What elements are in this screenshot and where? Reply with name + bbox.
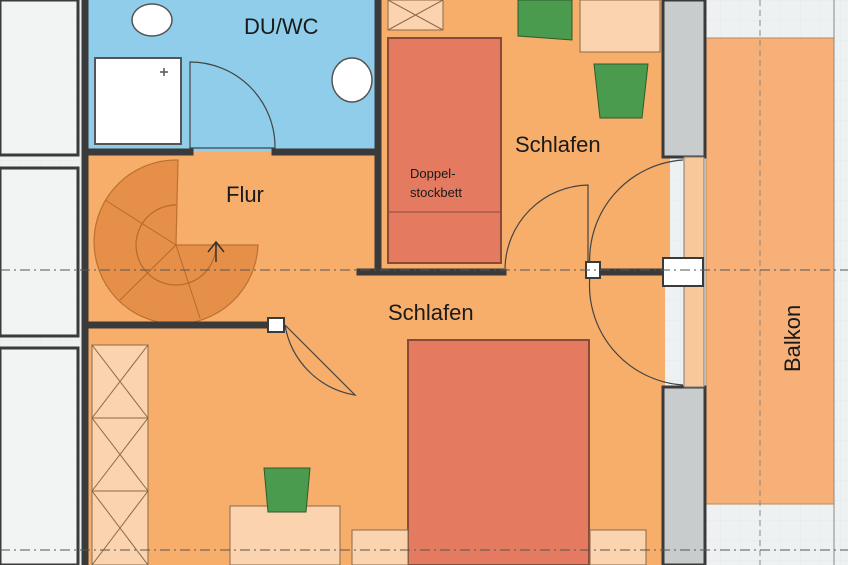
arrow-up-icon bbox=[207, 240, 225, 262]
door-swing-balcony-top bbox=[589, 159, 684, 269]
bunk-bed-label-line1: Doppel- bbox=[410, 166, 456, 181]
shower-drain-icon bbox=[160, 68, 168, 76]
chair-lower bbox=[263, 467, 311, 513]
room-label-balcony: Balkon bbox=[780, 305, 805, 372]
bath-door-swing bbox=[189, 61, 276, 149]
room-label-bedroom-main: Schlafen bbox=[388, 300, 474, 325]
balcony-floor bbox=[705, 37, 835, 505]
neighbour-room-bottom bbox=[0, 346, 80, 565]
wardrobe-cross-1 bbox=[91, 344, 149, 419]
wall-ends bbox=[267, 257, 704, 333]
door-swing-balcony-bottom bbox=[588, 274, 684, 386]
chair-upper-left bbox=[517, 0, 573, 41]
stair-step-3 bbox=[175, 244, 201, 319]
toilet bbox=[131, 3, 173, 37]
facade-pillar-top bbox=[661, 0, 707, 159]
bunk-bed-label-line2: stockbett bbox=[410, 185, 462, 200]
nightstand-right bbox=[589, 529, 647, 565]
neighbour-room-top bbox=[0, 0, 80, 157]
desk-lower bbox=[229, 505, 341, 565]
room-label-bedroom-upper: Schlafen bbox=[515, 132, 601, 157]
spiral-stair bbox=[93, 159, 259, 325]
nightstand-left bbox=[351, 529, 409, 565]
neighbour-room-middle bbox=[0, 166, 80, 338]
door-swing-hall bbox=[284, 324, 357, 396]
room-label-bath: DU/WC bbox=[244, 14, 319, 39]
desk-upper bbox=[579, 0, 661, 53]
walls bbox=[81, 0, 667, 565]
room-label-hall: Flur bbox=[226, 182, 264, 207]
door-swing-upper-bedroom bbox=[504, 184, 589, 269]
facade-pillar-bottom bbox=[661, 385, 707, 565]
chair-upper-right bbox=[593, 63, 649, 119]
washbasin bbox=[331, 57, 373, 103]
double-bed bbox=[407, 339, 590, 565]
cabinet-upper-left-cross bbox=[387, 0, 444, 31]
wardrobe-cross-2 bbox=[91, 417, 149, 492]
shower-tray bbox=[94, 57, 182, 145]
stair-step-1 bbox=[104, 199, 177, 246]
wardrobe-cross-3 bbox=[91, 490, 149, 565]
stair-step-2 bbox=[119, 244, 177, 301]
bunk-bed bbox=[387, 37, 502, 264]
